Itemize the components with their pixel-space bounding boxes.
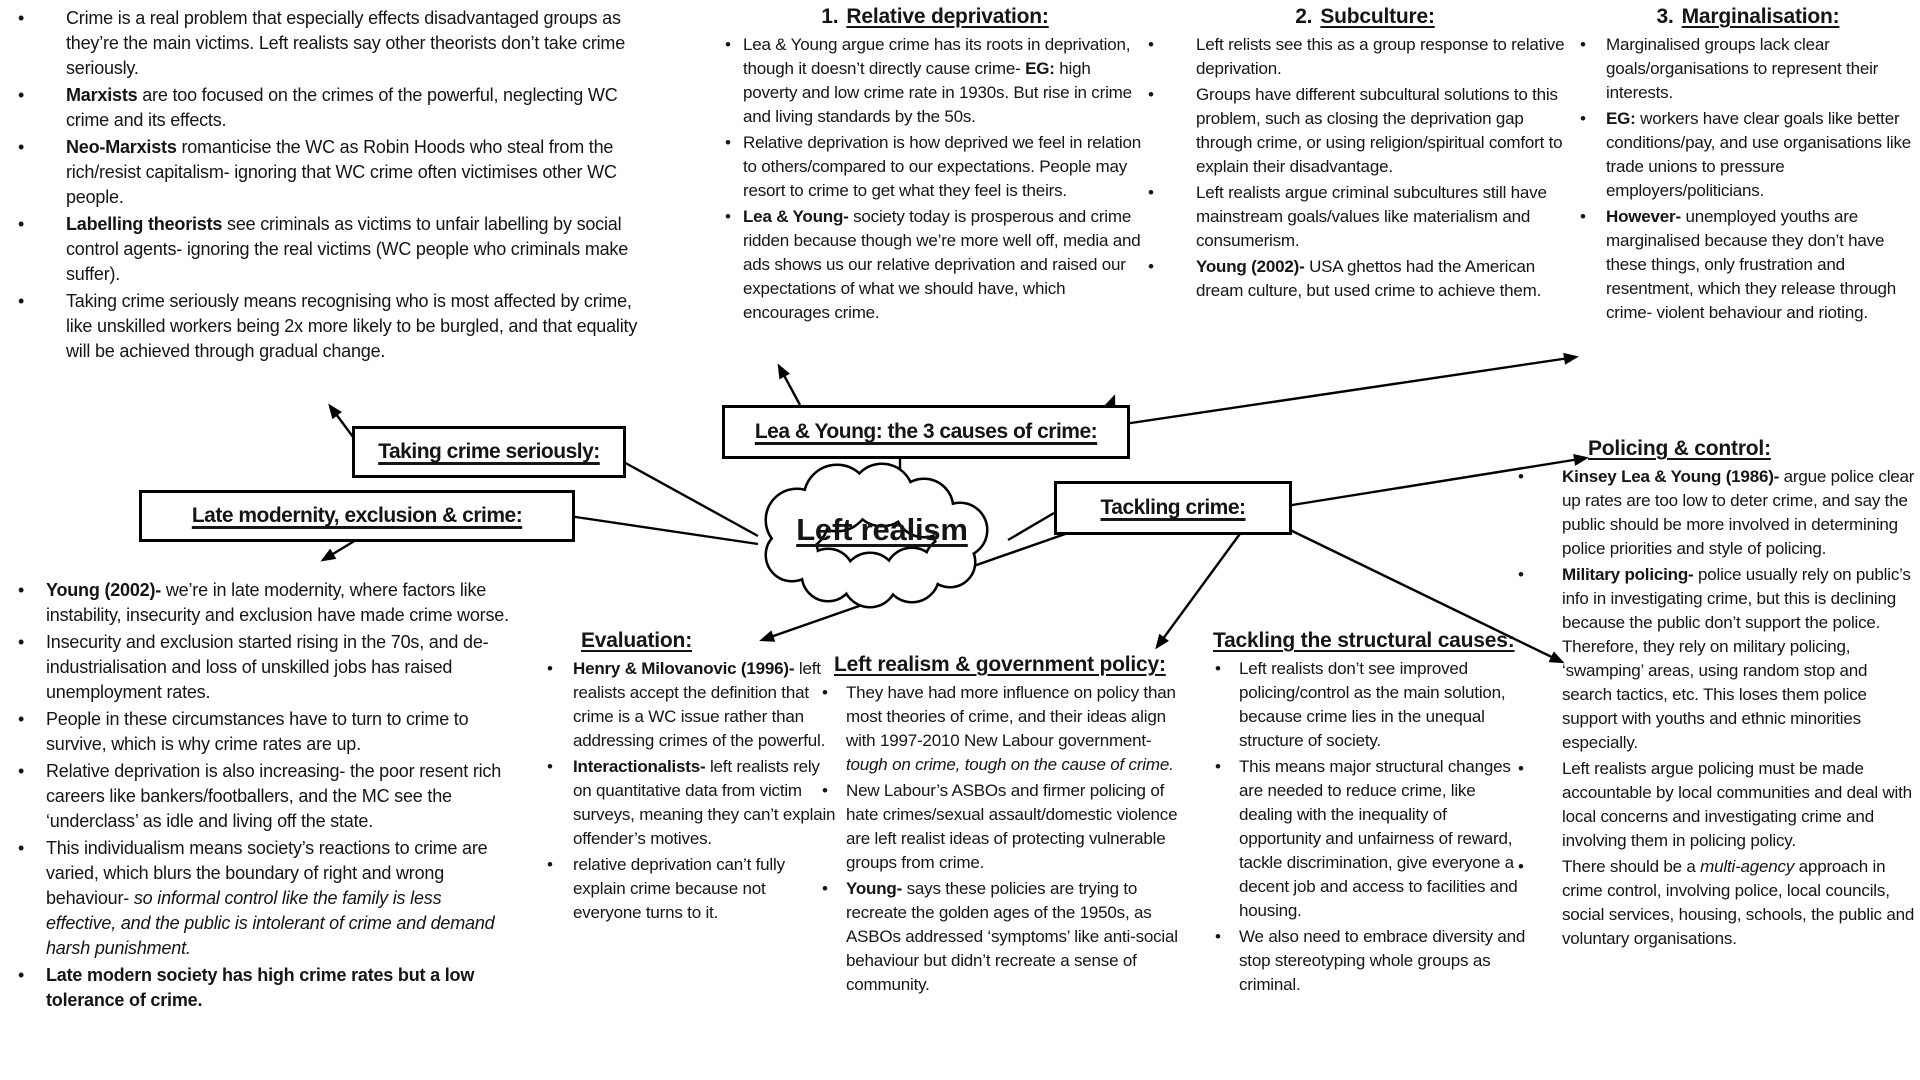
bullet-item: Interactionalists- left realists rely on… [545,755,837,851]
bullet-item: Lea & Young- society today is prosperous… [723,205,1147,325]
box-tackling-crime: Tackling crime: [1054,481,1292,535]
bullet-list: Left relists see this as a group respons… [1146,33,1584,303]
bullet-list: Left realists don’t see improved policin… [1213,657,1527,997]
bullet-item: They have had more influence on policy t… [820,681,1194,777]
heading-text: Policing & control: [1588,437,1771,460]
arrow-to-government-policy [1155,530,1243,650]
bullet-item: Young (2002)- we’re in late modernity, w… [16,578,514,628]
bullet-list: Kinsey Lea & Young (1986)- argue police … [1516,465,1918,951]
section-marginalisation: 3. Marginalisation: Marginalised groups l… [1578,4,1918,327]
bullet-list: Crime is a real problem that especially … [16,6,638,364]
section-evaluation: Evaluation: Henry & Milovanovic (1996)- … [545,628,837,927]
bullet-item: This means major structural changes are … [1213,755,1527,923]
section-taking-crime-seriously-notes: Crime is a real problem that especially … [16,6,638,366]
section-subculture: 2. Subculture: Left relists see this as a… [1146,4,1584,305]
bullet-item: Groups have different subcultural soluti… [1146,83,1584,179]
heading-text: Tackling the structural causes: [1213,629,1515,652]
bullet-item: Crime is a real problem that especially … [16,6,638,81]
bullet-list: Henry & Milovanovic (1996)- left realist… [545,657,837,925]
section-heading: Evaluation: [581,628,837,654]
arrow-to-late-modernity-notes [320,538,357,562]
central-topic-label: Left realism [796,512,968,547]
arrow-to-marginalisation [1123,352,1579,426]
section-heading: 3. Marginalisation: [1578,4,1918,30]
line-late-cloud [568,514,759,546]
bullet-item: Military policing- police usually rely o… [1516,563,1918,755]
section-heading: Tackling the structural causes: [1213,628,1527,654]
bullet-item: Young- says these policies are trying to… [820,877,1194,997]
arrow-to-relative-deprivation [777,363,802,406]
line-taking-cloud [619,458,759,538]
heading-text: Evaluation: [581,629,692,652]
bullet-list: Lea & Young argue crime has its roots in… [723,33,1147,325]
bullet-item: relative deprivation can’t fully explain… [545,853,837,925]
cloud-shape [764,462,989,609]
box-late-modernity: Late modernity, exclusion & crime: [139,490,575,542]
bullet-item: Left realists don’t see improved policin… [1213,657,1527,753]
central-cloud: Left realism [742,460,1022,610]
heading-number: 3. [1656,5,1674,28]
heading-text: Relative deprivation: [846,5,1049,28]
heading-number: 2. [1295,5,1313,28]
heading-text: Marginalisation: [1681,5,1840,28]
bullet-item: Relative deprivation is how deprived we … [723,131,1147,203]
heading-text: Subculture: [1320,5,1435,28]
bullet-item: Relative deprivation is also increasing-… [16,759,514,834]
bullet-item: Young (2002)- USA ghettos had the Americ… [1146,255,1584,303]
bullet-item: Late modern society has high crime rates… [16,963,514,1013]
bullet-item: We also need to embrace diversity and st… [1213,925,1527,997]
section-heading: 2. Subculture: [1146,4,1584,30]
bullet-item: Left realists argue criminal subcultures… [1146,181,1584,253]
bullet-list: Young (2002)- we’re in late modernity, w… [16,578,514,1013]
bullet-item: However- unemployed youths are marginali… [1578,205,1918,325]
bullet-item: EG: workers have clear goals like better… [1578,107,1918,203]
bullet-list: They have had more influence on policy t… [820,681,1194,997]
bullet-item: Marxists are too focused on the crimes o… [16,83,638,133]
section-late-modernity-notes: Young (2002)- we’re in late modernity, w… [16,578,514,1015]
bullet-item: Taking crime seriously means recognising… [16,289,638,364]
section-policing-control: Policing & control: Kinsey Lea & Young (… [1516,436,1918,953]
bullet-item: Lea & Young argue crime has its roots in… [723,33,1147,129]
bullet-item: This individualism means society’s react… [16,836,514,961]
section-heading: 1. Relative deprivation: [723,4,1147,30]
box-three-causes: Lea & Young: the 3 causes of crime: [722,405,1130,459]
bullet-item: People in these circumstances have to tu… [16,707,514,757]
section-structural-causes: Tackling the structural causes: Left rea… [1213,628,1527,999]
bullet-item: Neo-Marxists romanticise the WC as Robin… [16,135,638,210]
bullet-item: Left relists see this as a group respons… [1146,33,1584,81]
bullet-item: Marginalised groups lack clear goals/org… [1578,33,1918,105]
bullet-item: Left realists argue policing must be mad… [1516,757,1918,853]
bullet-item: Henry & Milovanovic (1996)- left realist… [545,657,837,753]
section-heading: Policing & control: [1588,436,1918,462]
heading-text: Left realism & government policy: [834,653,1166,676]
bullet-item: Labelling theorists see criminals as vic… [16,212,638,287]
bullet-item: Kinsey Lea & Young (1986)- argue police … [1516,465,1918,561]
bullet-item: There should be a multi-agency approach … [1516,855,1918,951]
box-taking-crime-seriously: Taking crime seriously: [352,426,626,478]
bullet-item: New Labour’s ASBOs and firmer policing o… [820,779,1194,875]
heading-number: 1. [821,5,839,28]
bullet-list: Marginalised groups lack clear goals/org… [1578,33,1918,325]
section-relative-deprivation: 1. Relative deprivation: Lea & Young argu… [723,4,1147,327]
line-cloud-tackling [1007,511,1055,542]
bullet-item: Insecurity and exclusion started rising … [16,630,514,705]
section-heading: Left realism & government policy: [834,652,1194,678]
section-government-policy: Left realism & government policy: They h… [820,652,1194,999]
